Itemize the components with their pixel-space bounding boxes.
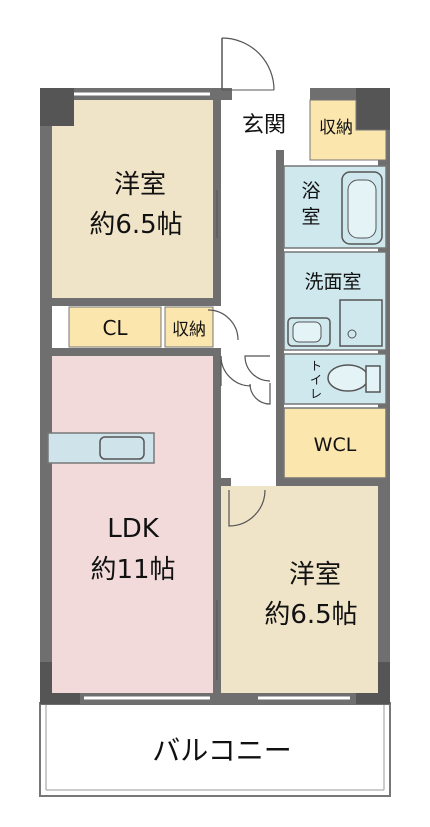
sliding-doors (84, 190, 350, 700)
bath-label-1: 浴 (301, 180, 320, 202)
balcony-area (39, 702, 391, 797)
toilet-label-3: レ (310, 387, 322, 401)
washing-machine-drain (347, 329, 357, 339)
storage-middle-label: 収納 (172, 320, 206, 340)
entrance-label: 玄関 (242, 113, 286, 138)
hallway (221, 148, 276, 478)
closet-cl (68, 306, 162, 348)
door-swings (207, 309, 271, 527)
toilet-label-1: ト (310, 359, 322, 373)
entrance-area (221, 100, 308, 148)
bathtub-inner (347, 179, 377, 239)
western-room-top-name: 洋室 (114, 170, 166, 200)
kitchen-sink (99, 436, 145, 460)
toilet-bowl (327, 364, 369, 392)
western-room-bottom-name: 洋室 (289, 560, 341, 590)
washing-machine (339, 299, 383, 347)
ldk-room (52, 356, 213, 693)
closet-cl-label: CL (102, 316, 128, 340)
toilet-label-2: イ (310, 373, 322, 387)
storage-middle (164, 306, 214, 348)
entrance-door-swing (221, 37, 275, 91)
walk-in-closet (283, 407, 387, 479)
ldk-size: 約11帖 (90, 555, 175, 585)
western-room-top (52, 100, 213, 298)
washroom-label: 洗面室 (304, 271, 361, 293)
wcl-label: WCL (314, 434, 357, 456)
toilet-tank (365, 365, 381, 393)
wash-basin-bowl (292, 321, 322, 343)
western-room-top-size: 約6.5帖 (89, 210, 182, 240)
balcony-label: バルコニー (152, 734, 291, 767)
storage-entrance-label: 収納 (319, 118, 353, 138)
storage-entrance (309, 99, 387, 161)
bath-label-2: 室 (301, 206, 320, 228)
western-room-top-corner (52, 100, 74, 126)
western-room-bottom-size: 約6.5帖 (264, 600, 357, 630)
ldk-name: LDK (107, 514, 160, 544)
